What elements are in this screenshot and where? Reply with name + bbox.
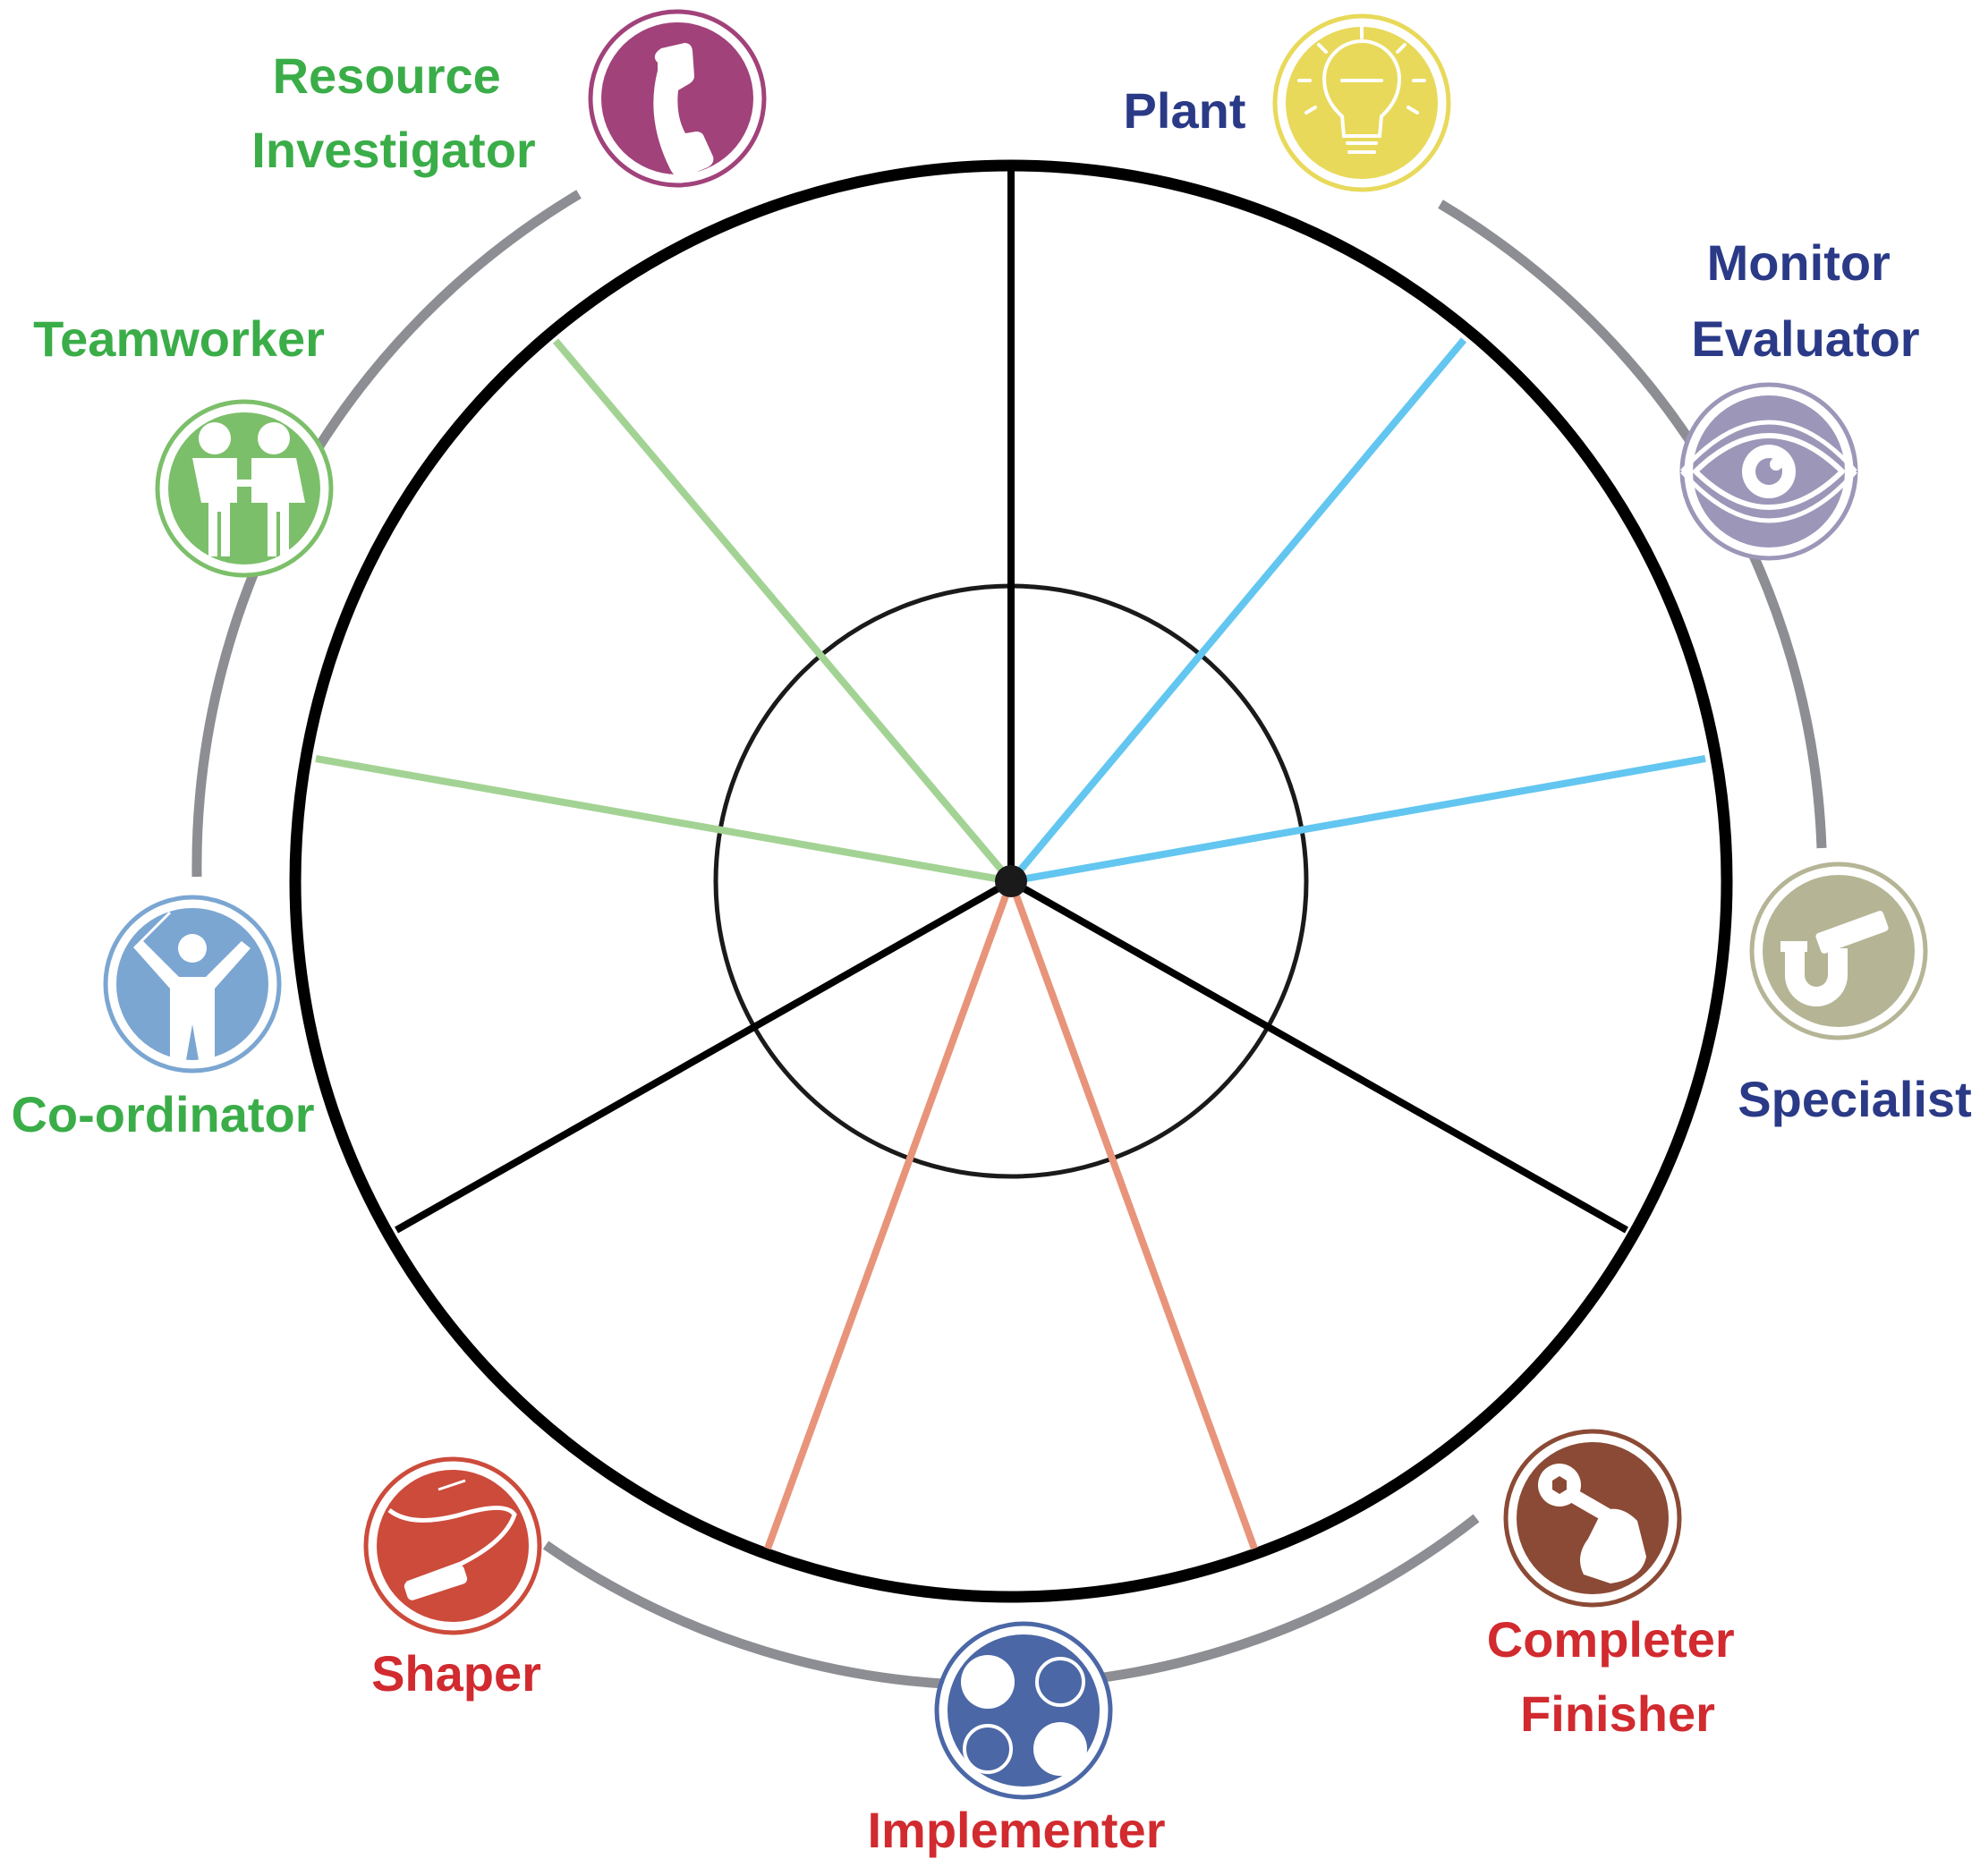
hub (995, 865, 1027, 897)
spoke-resource-investigator (552, 338, 1015, 884)
spoke-right (1009, 878, 1628, 1234)
whip-icon (363, 1456, 542, 1635)
spokes-action (764, 879, 1258, 1550)
spoke-completer-finisher (1007, 879, 1258, 1550)
role-co-ordinator (103, 895, 282, 1074)
lightbulb-icon (1272, 13, 1451, 192)
wheel (289, 159, 1733, 1603)
role-shaper (363, 1456, 542, 1635)
label-implementer: Implementer (868, 1802, 1166, 1858)
role-resource-investigator (588, 9, 767, 188)
role-completer-finisher (1503, 1429, 1682, 1608)
label-teamworker: Teamworker (33, 310, 325, 367)
spoke-specialist (1010, 755, 1706, 885)
role-teamworker (155, 399, 334, 578)
eye-icon (1679, 382, 1858, 561)
gears-icon (934, 1621, 1113, 1800)
spoke-teamworker (315, 755, 1012, 885)
spokes-black (395, 167, 1628, 1234)
micrometer-icon (1749, 862, 1928, 1040)
role-implementer (934, 1621, 1113, 1800)
holding-hands-icon (155, 399, 334, 578)
spoke-monitor-evaluator (1007, 337, 1467, 884)
role-monitor-evaluator (1679, 382, 1858, 561)
label-resource-investigator: Resource Investigator (251, 47, 535, 178)
label-shaper: Shaper (371, 1645, 541, 1702)
label-monitor-evaluator: Monitor Evaluator (1691, 234, 1919, 367)
wrench-in-hand-icon (1503, 1429, 1682, 1608)
spokes-thinking (1007, 337, 1706, 885)
spoke-left (395, 878, 1013, 1234)
spokes-social (315, 338, 1015, 885)
conductor-icon (103, 895, 282, 1074)
label-specialist: Specialist (1738, 1071, 1971, 1127)
label-completer-finisher: Completer Finisher (1487, 1611, 1749, 1742)
role-plant (1272, 13, 1451, 192)
label-co-ordinator: Co-ordinator (11, 1086, 314, 1142)
role-specialist (1749, 862, 1928, 1040)
telephone-icon (588, 9, 767, 188)
spoke-shaper (764, 879, 1015, 1550)
label-plant: Plant (1124, 82, 1246, 139)
outer-ring (289, 159, 1733, 1603)
